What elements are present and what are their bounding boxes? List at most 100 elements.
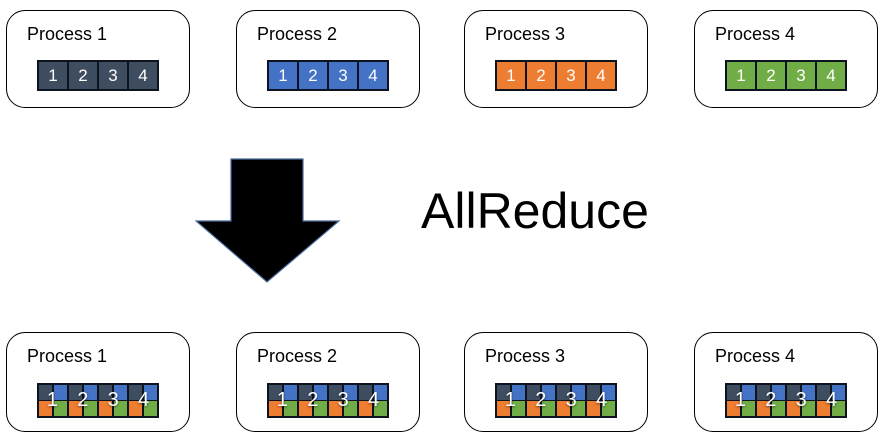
process-card-bottom-4: Process 4 1 2 3 4 — [694, 332, 878, 432]
quad-cell — [98, 384, 113, 400]
quad-cell — [511, 401, 526, 417]
quad-cell — [53, 384, 68, 400]
block-label: 1 — [736, 65, 746, 85]
reduced-grid — [495, 383, 617, 418]
quad-cell — [328, 384, 343, 400]
quad-cell — [68, 401, 83, 417]
quad-cell — [143, 401, 158, 417]
quad-cell — [601, 401, 616, 417]
quad-cell — [541, 384, 556, 400]
data-block: 2 — [757, 62, 785, 89]
data-block: 1 — [497, 62, 525, 89]
quad-cell — [496, 401, 511, 417]
quad-cell — [113, 384, 128, 400]
data-block: 4 — [129, 62, 157, 89]
quad-cell — [343, 384, 358, 400]
reduced-blocks: 1 2 3 4 — [495, 383, 617, 418]
process-title: Process 2 — [257, 346, 338, 366]
quad-cell — [801, 401, 816, 417]
quad-cell — [343, 401, 358, 417]
process-card-top-2: Process 2 1 2 3 4 — [236, 10, 420, 108]
quad-cell — [556, 401, 571, 417]
data-blocks: 1 2 3 4 — [725, 60, 847, 91]
process-card-bottom-1: Process 1 1 2 3 4 — [6, 332, 190, 432]
quad-cell — [831, 384, 846, 400]
data-blocks: 1 2 3 4 — [267, 60, 389, 91]
quad-cell — [68, 384, 83, 400]
data-block: 2 — [527, 62, 555, 89]
quad-cell — [268, 401, 283, 417]
block-label: 3 — [796, 65, 806, 85]
process-card-top-4: Process 4 1 2 3 4 — [694, 10, 878, 108]
block-label: 2 — [766, 65, 776, 85]
quad-cell — [283, 401, 298, 417]
process-card-bottom-3: Process 3 1 2 3 4 — [464, 332, 648, 432]
quad-cell — [496, 384, 511, 400]
quad-cell — [298, 401, 313, 417]
quad-cell — [601, 384, 616, 400]
block-label: 3 — [566, 65, 576, 85]
process-title: Process 4 — [715, 24, 796, 44]
reduced-blocks: 1 2 3 4 — [37, 383, 159, 418]
quad-cell — [313, 401, 328, 417]
data-block: 1 — [269, 62, 297, 89]
quad-cell — [786, 384, 801, 400]
quad-cell — [128, 401, 143, 417]
quad-cell — [98, 401, 113, 417]
block-label: 3 — [108, 65, 118, 85]
reduced-grid — [37, 383, 159, 418]
data-block: 3 — [329, 62, 357, 89]
reduced-blocks: 1 2 3 4 — [267, 383, 389, 418]
data-block: 3 — [99, 62, 127, 89]
quad-cell — [756, 384, 771, 400]
data-block: 3 — [787, 62, 815, 89]
quad-cell — [526, 384, 541, 400]
quad-cell — [726, 384, 741, 400]
quad-cell — [771, 384, 786, 400]
quad-cell — [298, 384, 313, 400]
block-label: 4 — [826, 65, 836, 85]
allreduce-label: AllReduce — [421, 183, 649, 239]
quad-cell — [83, 384, 98, 400]
quad-cell — [816, 384, 831, 400]
block-label: 2 — [536, 65, 546, 85]
process-card-top-3: Process 3 1 2 3 4 — [464, 10, 648, 108]
data-block: 2 — [299, 62, 327, 89]
process-title: Process 2 — [257, 24, 338, 44]
block-label: 2 — [78, 65, 88, 85]
data-block: 1 — [39, 62, 67, 89]
quad-cell — [328, 401, 343, 417]
data-block: 4 — [587, 62, 615, 89]
quad-cell — [816, 401, 831, 417]
reduced-grid — [267, 383, 389, 418]
quad-cell — [586, 384, 601, 400]
quad-cell — [526, 401, 541, 417]
block-label: 4 — [138, 65, 148, 85]
quad-cell — [556, 384, 571, 400]
data-block: 4 — [359, 62, 387, 89]
quad-cell — [801, 384, 816, 400]
process-title: Process 1 — [27, 346, 108, 366]
process-card-top-1: Process 1 1 2 3 4 — [6, 10, 190, 108]
quad-cell — [38, 384, 53, 400]
process-title: Process 1 — [27, 24, 108, 44]
quad-cell — [541, 401, 556, 417]
data-block: 3 — [557, 62, 585, 89]
quad-cell — [571, 401, 586, 417]
quad-cell — [726, 401, 741, 417]
quad-cell — [38, 401, 53, 417]
process-title: Process 3 — [485, 346, 566, 366]
quad-cell — [358, 401, 373, 417]
block-label: 4 — [596, 65, 606, 85]
block-label: 1 — [48, 65, 58, 85]
reduced-blocks: 1 2 3 4 — [725, 383, 847, 418]
down-arrow-icon — [195, 158, 341, 283]
quad-cell — [53, 401, 68, 417]
reduced-grid — [725, 383, 847, 418]
quad-cell — [268, 384, 283, 400]
quad-cell — [373, 384, 388, 400]
process-card-bottom-2: Process 2 1 2 3 4 — [236, 332, 420, 432]
data-block: 2 — [69, 62, 97, 89]
process-title: Process 3 — [485, 24, 566, 44]
process-title: Process 4 — [715, 346, 796, 366]
